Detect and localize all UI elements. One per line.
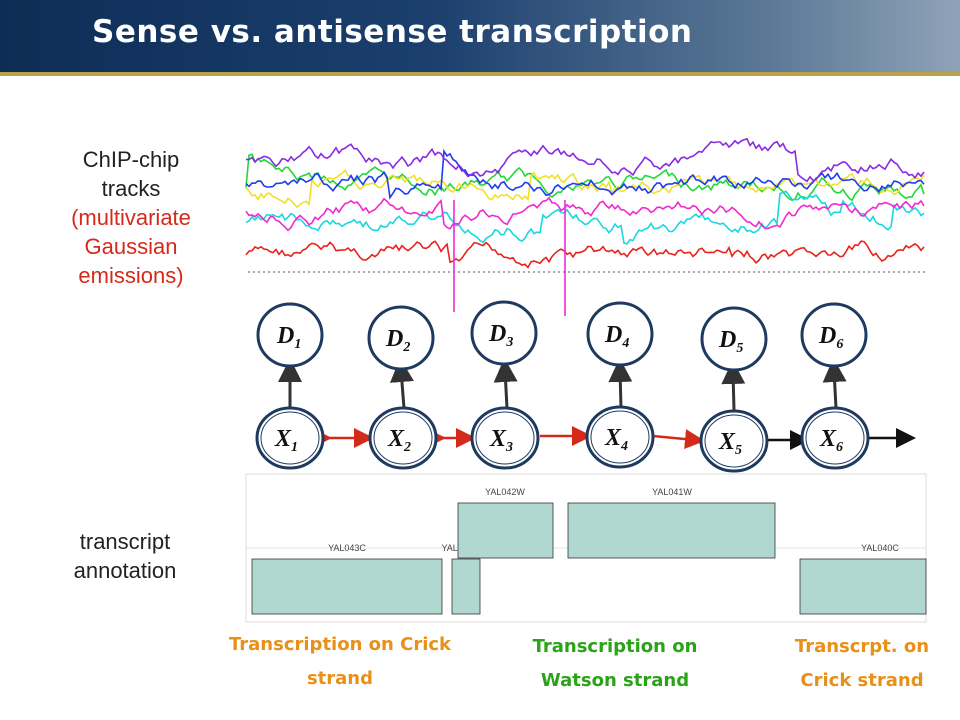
gene-label-yal043c: YAL043C [328,543,366,553]
hidden-nodes: X1 X2 X3 X4 X5 X6 [255,405,870,473]
node-d6-letter: D [818,323,836,349]
node-x5: X5 [699,409,769,473]
svg-text:D5: D5 [718,327,743,356]
node-x1-subscript: 1 [291,440,298,455]
node-x3: X3 [470,406,540,470]
node-d4-letter: D [604,322,622,348]
transition-arrow-4-5 [652,429,705,450]
node-d1: D1 [256,302,324,368]
gene-box-yal041w [567,502,776,559]
node-d2: D2 [367,305,435,371]
node-d5-letter: D [718,327,736,353]
emission-arrow-4 [608,358,633,409]
node-x2-letter: X [387,426,405,452]
node-d1-letter: D [276,323,294,349]
gene-label-yal041w: YAL041W [652,487,692,497]
gene-box-yal043c [251,558,443,615]
title-bar [0,0,960,72]
slide-title: Sense vs. antisense transcription [92,14,693,50]
svg-text:X6: X6 [819,426,843,455]
node-x5-letter: X [718,429,736,455]
svg-text:D6: D6 [818,323,843,352]
caption-crick-left: Transcription on Crick strand [208,628,472,696]
emission-arrow-3 [493,358,518,409]
caption-watson-line1: Transcription on [532,636,698,657]
annotation-label: transcript annotation [40,527,210,585]
emission-arrows [278,358,847,411]
gene-label-yal040c: YAL040C [861,543,899,553]
transition-arrows [312,426,916,450]
node-d3-subscript: 3 [505,335,513,350]
caption-crick-left-line2: strand [306,668,374,689]
node-x2: X2 [368,406,438,470]
svg-text:D4: D4 [604,322,629,351]
emission-label-line1: (multivariate [71,205,191,230]
chip-label-line1: ChIP-chip [82,147,180,172]
node-x4-letter: X [604,425,622,451]
node-d4-subscript: 4 [621,336,629,351]
svg-text:X1: X1 [274,426,298,455]
caption-watson-line2: Watson strand [540,670,690,691]
svg-text:D3: D3 [488,321,513,350]
chip-track-5 [245,148,925,200]
node-d6-subscript: 6 [836,337,843,352]
emission-arrow-2 [389,358,414,409]
node-d1-subscript: 1 [294,337,301,352]
svg-text:X4: X4 [604,425,628,454]
chip-panel-bg [246,118,926,318]
gene-label-yal042w: YAL042W [485,487,525,497]
annotation-panel: YAL043C YAL042C−A YAL042W YAL041W YAL040… [245,473,927,623]
gene-box-yal042w [457,502,554,559]
chip-chip-panel [245,118,926,318]
emission-arrow-6 [822,358,847,409]
svg-text:X5: X5 [718,429,742,458]
gene-box-yal042c-a [451,558,481,615]
node-x6-subscript: 6 [836,440,843,455]
chip-tracks-label: ChIP-chip tracks (multivariate Gaussian … [46,145,216,290]
caption-crick-right-line2: Crick strand [800,670,924,691]
chip-track-7 [245,137,925,183]
gene-box-yal040c [799,558,927,615]
node-x5-subscript: 5 [735,443,742,458]
node-x3-letter: X [489,426,507,452]
title-accent-line [0,72,960,76]
chip-label-line2: tracks [101,176,161,201]
node-d2-subscript: 2 [402,340,410,355]
chip-track-4 [245,190,925,245]
node-x1-letter: X [274,426,292,452]
node-d5: D5 [700,306,768,372]
node-d4: D4 [586,301,654,367]
emission-label-line3: emissions) [78,263,184,288]
node-x4: X4 [585,405,655,469]
annotation-label-line1: transcript [79,529,171,554]
node-d2-letter: D [385,326,403,352]
svg-text:D1: D1 [276,323,301,352]
node-x6: X6 [800,406,870,470]
node-d5-subscript: 5 [736,341,743,356]
caption-crick-right: Transcrpt. on Crick strand [772,630,952,698]
chip-tracks [245,137,925,316]
node-d3: D3 [470,300,538,366]
svg-text:X2: X2 [387,426,411,455]
caption-crick-left-line1: Transcription on Crick [228,634,452,655]
chip-track-2 [245,153,925,202]
svg-text:D2: D2 [385,326,410,355]
node-x6-letter: X [819,426,837,452]
svg-text:X3: X3 [489,426,513,455]
observed-nodes: D1 D2 D3 D4 D5 D6 [256,300,868,372]
emission-label-line2: Gaussian [84,234,178,259]
node-d3-letter: D [488,321,506,347]
chip-track-1 [245,240,925,269]
caption-watson: Transcription on Watson strand [502,630,728,698]
node-x1: X1 [255,406,325,470]
chip-track-6 [245,196,925,232]
emission-arrow-5 [721,360,746,411]
caption-crick-right-line1: Transcrpt. on [794,636,930,657]
node-x2-subscript: 2 [403,440,411,455]
node-x4-subscript: 4 [620,439,628,454]
annotation-label-line2: annotation [73,558,177,583]
node-d6: D6 [800,302,868,368]
node-x3-subscript: 3 [505,440,513,455]
